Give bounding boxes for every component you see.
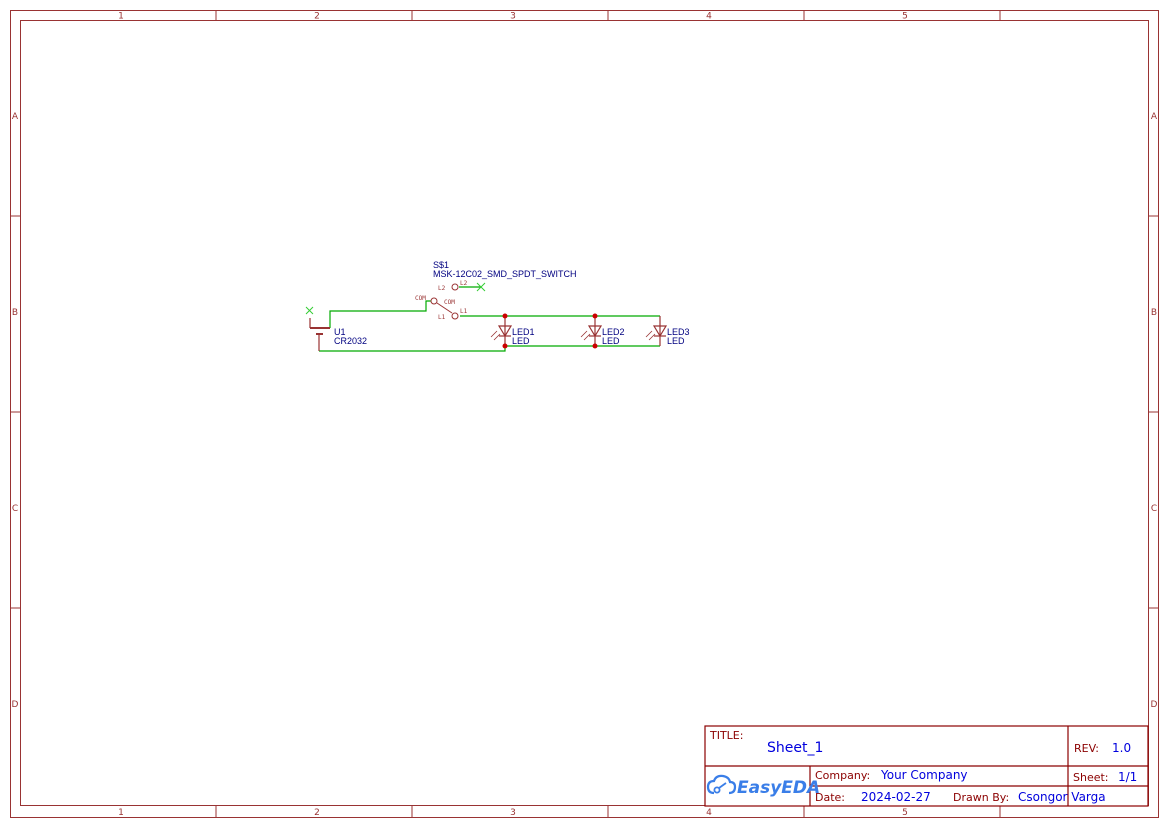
junction-dot (502, 313, 508, 319)
title-value: Sheet_1 (767, 740, 823, 756)
pin-label: COM (415, 295, 426, 302)
zone-label: 4 (706, 808, 712, 818)
switch-lever (436, 302, 453, 314)
zone-label: 4 (706, 12, 712, 22)
drawn-by-label: Drawn By: (953, 791, 1009, 804)
led-emission-icon (580, 330, 588, 338)
led-value: LED (602, 336, 620, 346)
switch-com-terminal (430, 297, 438, 305)
pin-label: L2 (438, 285, 446, 292)
switch-designator: S$1 (433, 260, 449, 270)
led-designator: LED3 (667, 327, 690, 337)
zone-label: D (1151, 700, 1158, 710)
date-label: Date: (815, 791, 845, 804)
led-1[interactable]: LED1 LED (490, 316, 535, 346)
company-value: Your Company (880, 768, 968, 782)
zone-label: 3 (510, 808, 516, 818)
drawn-by-value: Csongor Varga (1018, 790, 1106, 804)
zone-label: B (12, 308, 18, 318)
wire-battery-to-switch[interactable] (329, 300, 431, 328)
led-designator: LED1 (512, 327, 535, 337)
pin-label: COM (444, 299, 455, 306)
zone-label: A (1151, 112, 1158, 122)
sheet-value: 1/1 (1118, 770, 1137, 784)
top-zone-ruler: 1 2 3 4 5 (118, 10, 1001, 22)
zone-label: 5 (902, 808, 908, 818)
led-value: LED (667, 336, 685, 346)
pin-label: L1 (438, 314, 446, 321)
wire-bottom-rail[interactable] (319, 345, 660, 352)
zone-label: D (12, 700, 19, 710)
left-zone-ruler: A B C D (10, 112, 20, 710)
junction-dot (592, 313, 598, 319)
zone-label: C (1151, 504, 1157, 514)
right-zone-ruler: A B C D (1149, 112, 1159, 710)
switch-s1[interactable]: S$1 MSK-12C02_SMD_SPDT_SWITCH COM COM L2… (415, 260, 577, 321)
switch-l2-terminal (451, 283, 459, 291)
no-connect-icon (476, 282, 486, 292)
company-label: Company: (815, 769, 870, 782)
easyeda-logo: EasyEDA (706, 774, 820, 798)
junction-dot (592, 343, 598, 349)
led-diode-icon (587, 325, 603, 338)
zone-label: A (12, 112, 19, 122)
bottom-zone-ruler: 1 2 3 4 5 (118, 806, 1001, 818)
led-designator: LED2 (602, 327, 625, 337)
zone-label: 5 (902, 12, 908, 22)
zone-label: B (1151, 308, 1157, 318)
zone-label: 3 (510, 12, 516, 22)
inner-frame (20, 20, 1149, 806)
battery-value: CR2032 (334, 336, 367, 346)
led-emission-icon (648, 333, 656, 341)
led-emission-icon (490, 330, 498, 338)
battery-designator: U1 (334, 327, 346, 337)
cloud-icon (706, 774, 737, 795)
battery-u1[interactable]: U1 CR2032 (309, 318, 367, 351)
led-diode-icon (497, 325, 513, 338)
led-2[interactable]: LED2 LED (580, 316, 625, 346)
led-emission-icon (583, 333, 591, 341)
led-value: LED (512, 336, 530, 346)
zone-label: 2 (314, 12, 320, 22)
switch-l1-terminal (451, 312, 459, 320)
pin-label: L1 (460, 308, 468, 315)
zone-label: 1 (118, 12, 124, 22)
no-connect-icon (305, 306, 314, 315)
zone-label: 1 (118, 808, 124, 818)
logo-text: EasyEDA (737, 778, 820, 798)
date-value: 2024-02-27 (861, 790, 931, 804)
led-emission-icon (645, 330, 653, 338)
led-emission-icon (493, 333, 501, 341)
led-diode-icon (652, 325, 668, 338)
outer-frame (10, 10, 1159, 818)
zone-label: C (12, 504, 18, 514)
sheet-label: Sheet: (1073, 771, 1109, 784)
title-block: TITLE: Sheet_1 REV: 1.0 Company: Your Co… (704, 725, 1149, 807)
rev-label: REV: (1074, 742, 1099, 755)
junction-dot (502, 343, 508, 349)
switch-value: MSK-12C02_SMD_SPDT_SWITCH (433, 269, 577, 279)
title-label: TITLE: (709, 729, 743, 742)
pin-label: L2 (460, 280, 468, 287)
rev-value: 1.0 (1112, 741, 1131, 755)
junctions (502, 313, 598, 349)
led-3[interactable]: LED3 LED (645, 316, 690, 346)
zone-label: 2 (314, 808, 320, 818)
